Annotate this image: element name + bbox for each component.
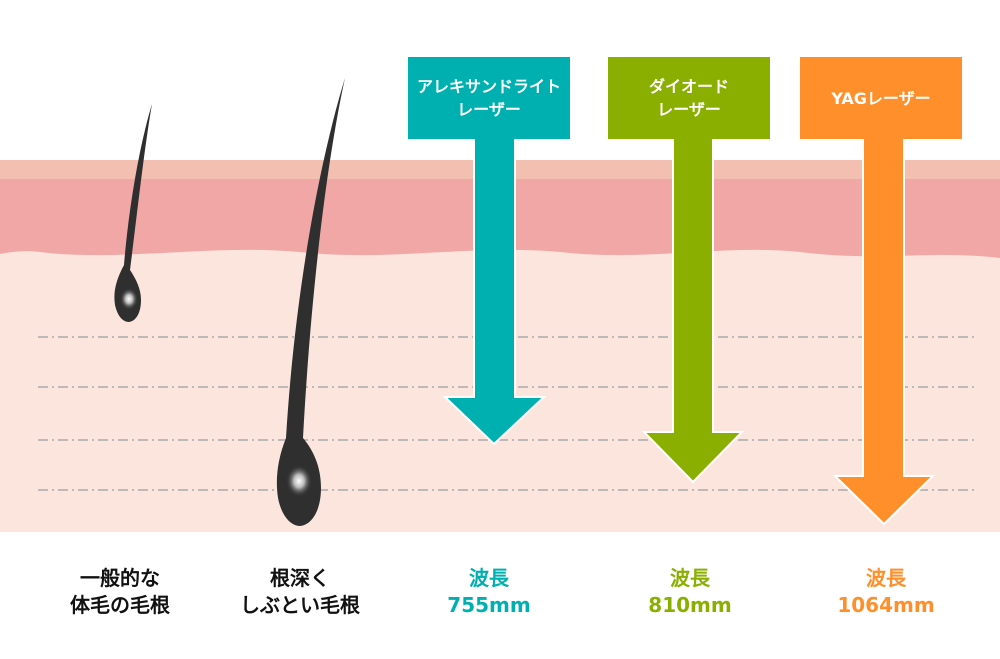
diode-wave-label: 波長 xyxy=(670,566,710,590)
diode-wave-value: 810mm xyxy=(648,593,732,617)
shallow-hair xyxy=(114,104,152,322)
diode-laser-box: ダイオード レーザー xyxy=(608,57,770,139)
alexandrite-name-line2: レーザー xyxy=(457,100,521,119)
diode-arrow xyxy=(641,137,745,484)
deep-hair-label-line1: 根深く xyxy=(270,566,330,590)
diode-wavelength: 波長 810mm xyxy=(615,565,765,619)
diode-name-line2: レーザー xyxy=(657,100,721,119)
alexandrite-wave-label: 波長 xyxy=(469,566,509,590)
alexandrite-arrow xyxy=(442,137,547,446)
deep-hair-label-line2: しぶとい毛根 xyxy=(240,593,360,617)
shallow-hair-bulb xyxy=(120,288,138,310)
deep-hair-bulb xyxy=(286,465,312,497)
alexandrite-wavelength: 波長 755mm xyxy=(414,565,564,619)
yag-wave-label: 波長 xyxy=(866,566,906,590)
deep-hair-label: 根深く しぶとい毛根 xyxy=(210,565,390,619)
depth-lines xyxy=(38,336,978,491)
diode-name-line1: ダイオード xyxy=(648,77,729,96)
alexandrite-name-line1: アレキサンドライト xyxy=(416,77,561,96)
alexandrite-laser-box: アレキサンドライト レーザー xyxy=(408,57,570,139)
shallow-hair-label-line1: 一般的な xyxy=(80,566,160,590)
shallow-hair-label-line2: 体毛の毛根 xyxy=(70,593,170,617)
shallow-hair-shaft xyxy=(114,104,152,322)
yag-name-line1: YAGレーザー xyxy=(831,88,931,108)
deep-hair xyxy=(276,78,345,526)
yag-wavelength: 波長 1064mm xyxy=(806,565,966,619)
yag-laser-box: YAGレーザー xyxy=(800,57,962,139)
shallow-hair-label: 一般的な 体毛の毛根 xyxy=(40,565,200,619)
alexandrite-wave-value: 755mm xyxy=(447,593,531,617)
yag-arrow xyxy=(832,137,936,526)
yag-wave-value: 1064mm xyxy=(837,593,935,617)
deep-hair-shaft xyxy=(276,78,345,526)
